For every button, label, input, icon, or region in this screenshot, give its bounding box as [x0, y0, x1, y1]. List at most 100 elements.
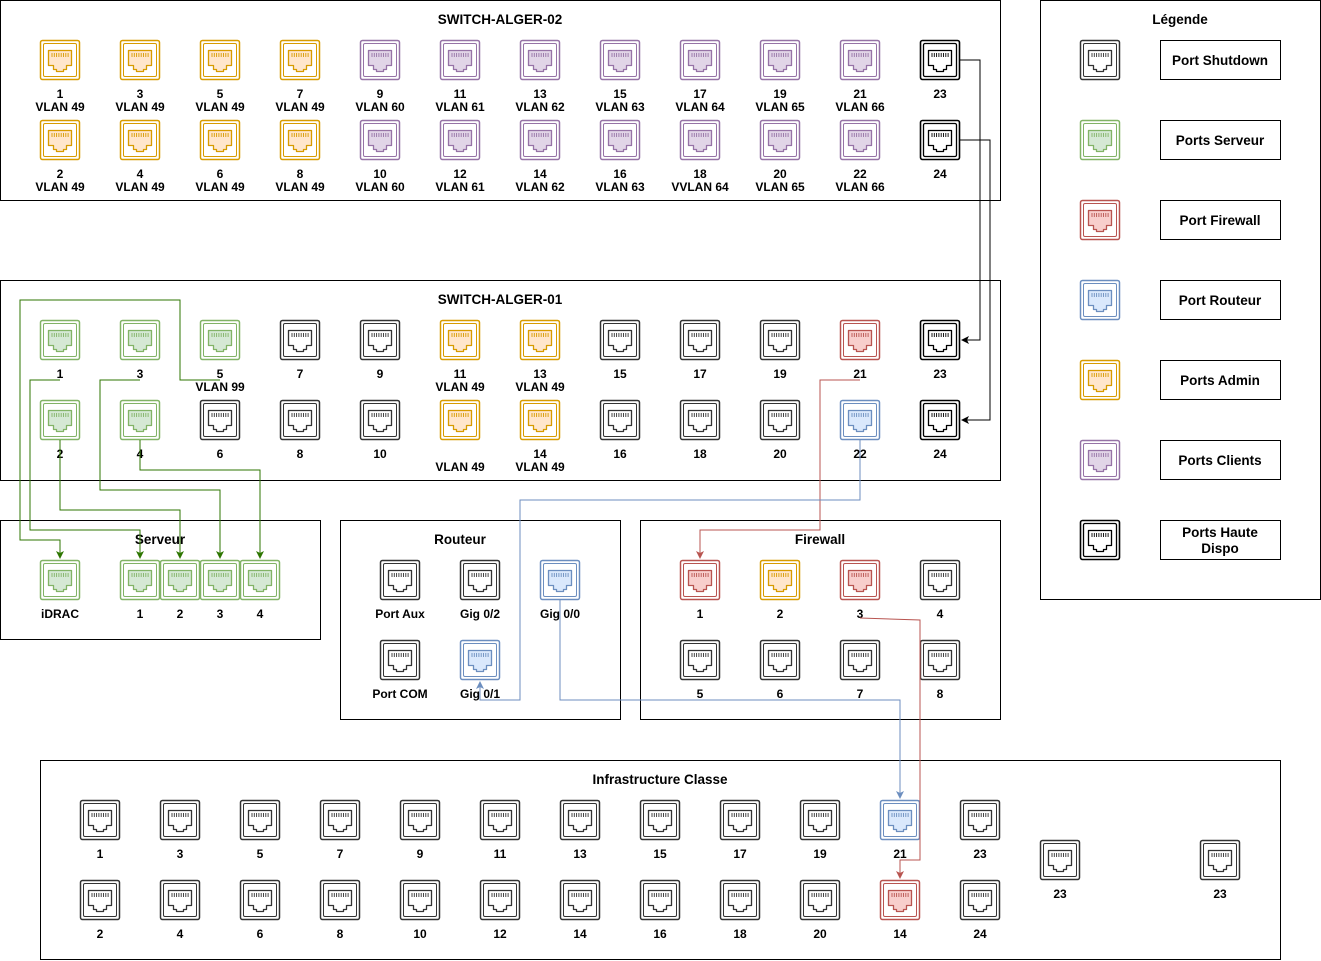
firewall-port-8-icon [919, 639, 961, 681]
firewall-port-label: 5 [697, 687, 704, 701]
serveur-port-label: 2 [177, 607, 184, 621]
sw1-port-6-icon [199, 399, 241, 441]
firewall-port-2-icon [759, 559, 801, 601]
sw2-port-18-icon [679, 119, 721, 161]
sw2-port-vlan: VLAN 61 [435, 100, 485, 114]
serveur-port-label: 3 [217, 607, 224, 621]
infra-port-label: 14 [573, 927, 587, 941]
sw1-port-number: 8 [297, 447, 304, 461]
infra-port-label: 11 [494, 847, 507, 861]
sw2-port-20-icon [759, 119, 801, 161]
infra-extra-port-23-icon [1039, 839, 1081, 881]
infra-port-label: 24 [973, 927, 987, 941]
firewall-port-label: 7 [857, 687, 864, 701]
sw1-port-number: 6 [217, 447, 224, 461]
sw2-port-number: 9 [377, 87, 384, 101]
sw2-port-vlan: VLAN 49 [195, 100, 245, 114]
sw2-port-number: 4 [137, 167, 144, 181]
sw1-port-7-icon [279, 319, 321, 361]
infra-port-2-icon [79, 879, 121, 921]
sw1-port-number: 5 [217, 367, 224, 381]
infra-port-3-icon [159, 799, 201, 841]
sw2-port-number: 10 [373, 167, 387, 181]
link-sw1-1-to-serveur-1 [29, 379, 144, 559]
sw2-port-vlan: VLAN 63 [595, 100, 645, 114]
legend-label-box: Port Routeur [1160, 280, 1281, 320]
sw2-port-number: 20 [773, 167, 787, 181]
legend-label: Ports Admin [1180, 373, 1260, 388]
sw2-port-vlan: VLAN 62 [515, 180, 565, 194]
routeur-port-label: Port Aux [375, 607, 425, 621]
infra-port-label: 17 [733, 847, 747, 861]
legend-label: Port Firewall [1179, 213, 1260, 228]
sw1-port-1-icon [39, 319, 81, 361]
legend-label-box: Port Shutdown [1160, 40, 1281, 80]
sw2-port-number: 1 [57, 87, 64, 101]
firewall-port-3-icon [839, 559, 881, 601]
link-sw1-21-to-firewall-1 [696, 379, 860, 559]
sw2-port-2-icon [39, 119, 81, 161]
sw2-port-vlan: VLAN 66 [835, 180, 885, 194]
sw1-port-23-icon [919, 319, 961, 361]
infra-port-label: 21 [893, 847, 907, 861]
firewall-port-label: 2 [777, 607, 784, 621]
sw1-port-10-icon [359, 399, 401, 441]
sw2-port-4-icon [119, 119, 161, 161]
link-firewall-3-to-infra-14 [859, 617, 921, 879]
sw2-port-11-icon [439, 39, 481, 81]
sw2-port-5-icon [199, 39, 241, 81]
infra-port-label: 7 [337, 847, 344, 861]
sw2-port-13-icon [519, 39, 561, 81]
infra-port-label: 8 [337, 927, 344, 941]
infra-port-12-icon [479, 879, 521, 921]
legend-ha-icon [1079, 519, 1121, 561]
sw1-port-8-icon [279, 399, 321, 441]
firewall-port-label: 3 [857, 607, 864, 621]
infra-port-label: 9 [417, 847, 424, 861]
sw2-port-22-icon [839, 119, 881, 161]
infra-port-6-icon [239, 879, 281, 921]
legend-label-box: Ports Clients [1160, 440, 1281, 480]
sw1-port-number: 19 [773, 367, 787, 381]
sw2-port-vlan: VLAN 49 [275, 100, 325, 114]
infra-port-label: 12 [493, 927, 507, 941]
infra-port-17-icon [719, 799, 761, 841]
sw2-port-vlan: VLAN 49 [115, 100, 165, 114]
sw2-port-21-icon [839, 39, 881, 81]
firewall-title: Firewall [795, 532, 845, 547]
sw1-port-19-icon [759, 319, 801, 361]
sw2-port-number: 8 [297, 167, 304, 181]
sw2-port-number: 17 [693, 87, 707, 101]
legend-label-box: Ports Serveur [1160, 120, 1281, 160]
serveur-port-3-icon [199, 559, 241, 601]
legend-firewall-icon [1079, 199, 1121, 241]
sw1-port-number: 13 [533, 367, 547, 381]
firewall-port-label: 4 [937, 607, 944, 621]
sw2-port-vlan: VLAN 49 [195, 180, 245, 194]
link-sw1-22-to-routeur-gig01 [476, 440, 861, 701]
routeur-port-gig00-icon [539, 559, 581, 601]
serveur-title: Serveur [135, 532, 186, 547]
infra-port-label: 10 [413, 927, 427, 941]
firewall-port-5-icon [679, 639, 721, 681]
sw1-port-number: 3 [137, 367, 144, 381]
sw2-port-number: 3 [137, 87, 144, 101]
firewall-port-6-icon [759, 639, 801, 681]
infra-port-23-icon [959, 799, 1001, 841]
link-sw1-4-to-serveur-4 [139, 440, 264, 559]
sw2-port-vlan: VLAN 49 [275, 180, 325, 194]
infra-port-label: 20 [813, 927, 827, 941]
sw2-port-vlan: VLAN 60 [355, 180, 405, 194]
sw1-port-number: 15 [613, 367, 627, 381]
sw2-port-vlan: VLAN 49 [35, 100, 85, 114]
infra-port-1-icon [79, 799, 121, 841]
sw1-port-21-icon [839, 319, 881, 361]
sw2-port-number: 11 [454, 87, 467, 101]
